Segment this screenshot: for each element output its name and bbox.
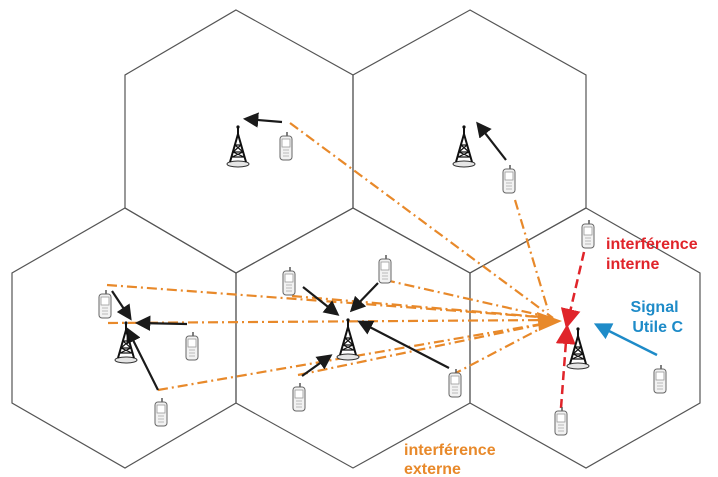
interference-line (513, 199, 550, 311)
interference-arrowhead (537, 312, 562, 331)
interference-line (107, 318, 554, 325)
mobile-phone-icon (292, 382, 306, 412)
antenna-tower-icon (226, 124, 250, 168)
mobile-phone-icon (185, 331, 199, 361)
mobile-phone-icon (378, 254, 392, 284)
interference-externe-line1: interférence (404, 442, 496, 459)
mobile-phone-icon (554, 406, 568, 436)
interference-line-interne (560, 251, 586, 329)
hex-cell-top-left (124, 9, 354, 274)
signal-utile-line2: Utile C (632, 319, 683, 336)
interference-interne-line2: interne (606, 256, 659, 273)
uplink-arrow (302, 286, 340, 316)
mobile-phone-icon (279, 131, 293, 161)
mobile-phone-icon (653, 364, 667, 394)
interference-interne-line1: interférence (606, 236, 698, 253)
hex-cell-bottom-right (469, 207, 701, 469)
interference-line (291, 294, 554, 320)
uplink-arrow (126, 327, 159, 391)
interference-interne-lines (555, 251, 586, 409)
interference-externe-lines (106, 122, 554, 392)
uplink-arrow (476, 121, 507, 161)
interference-line (289, 122, 554, 319)
uplink-arrow (349, 282, 379, 313)
mobile-phone-icon (581, 219, 595, 249)
interference-interne-label: interférence interne (606, 236, 702, 273)
mobile-phone-icon (282, 266, 296, 296)
antenna-tower-icon (336, 317, 360, 361)
hex-cell-bottom-middle (235, 207, 471, 469)
hex-cells (11, 9, 701, 469)
uplink-arrow (301, 354, 333, 377)
signal-utile-line1: Signal (631, 299, 679, 316)
mobile-phone-icon (98, 289, 112, 319)
interference-line-interne (555, 324, 576, 409)
mobile-phone-icon (154, 397, 168, 427)
interference-line (451, 321, 554, 376)
mobile-phone-icon (448, 368, 462, 398)
interference-line (384, 278, 554, 320)
uplink-arrows (111, 112, 507, 391)
mobile-phone-icon (502, 164, 516, 194)
antenna-tower-icon (452, 124, 476, 168)
uplink-arrow (242, 112, 283, 128)
uplink-arrow (134, 315, 188, 331)
signal-utile-label: Signal Utile C (631, 299, 684, 336)
interference-externe-line2: externe (404, 461, 461, 477)
base-stations (114, 124, 590, 370)
interference-line (297, 320, 554, 377)
hex-cell-top-right (352, 9, 587, 274)
mobiles (98, 131, 667, 436)
interference-externe-label: interférence externe (404, 442, 500, 477)
uplink-arrow (357, 320, 450, 369)
uplink-arrow (111, 290, 132, 321)
antenna-tower-icon (566, 326, 590, 370)
signal-utile-arrow (593, 323, 658, 357)
